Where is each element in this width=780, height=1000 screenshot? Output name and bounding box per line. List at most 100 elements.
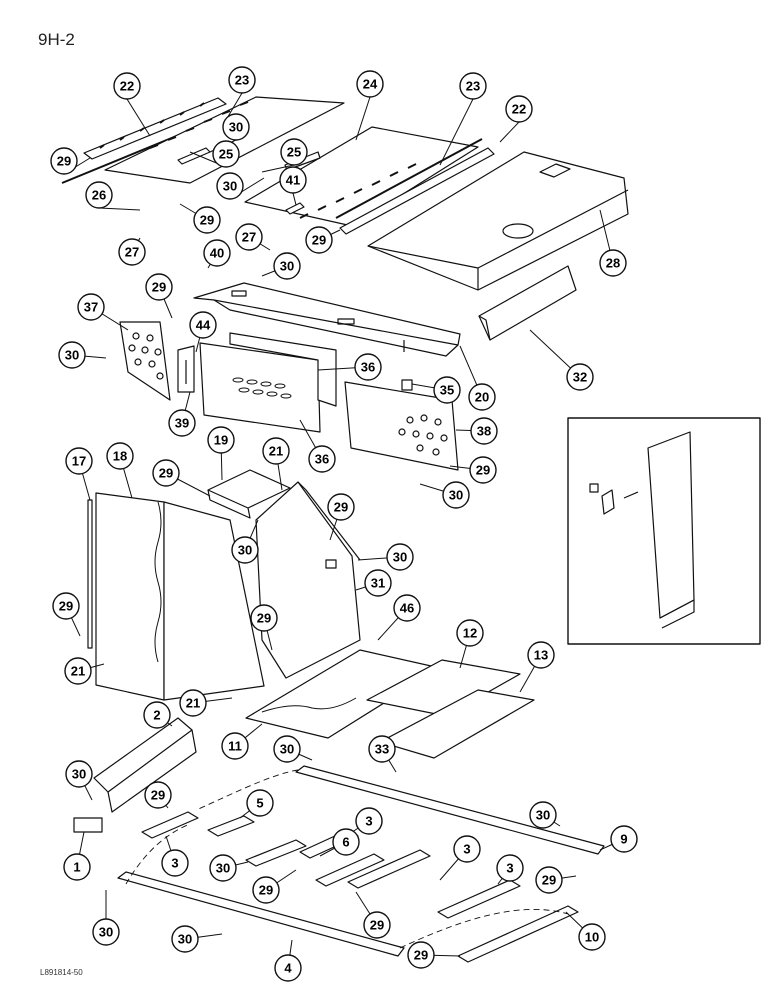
rail-4 [117, 871, 405, 957]
svg-text:25: 25 [219, 147, 233, 162]
callout-23: 23 [228, 66, 256, 94]
callout-22: 22 [113, 72, 141, 100]
svg-text:39: 39 [175, 416, 189, 431]
callout-29: 29 [363, 911, 391, 939]
svg-text:29: 29 [151, 788, 165, 803]
cross-member [193, 282, 461, 357]
svg-text:30: 30 [216, 861, 230, 876]
svg-text:10: 10 [585, 930, 599, 945]
callout-30: 30 [216, 172, 244, 200]
callout-29: 29 [144, 781, 172, 809]
svg-text:40: 40 [210, 246, 224, 261]
svg-text:22: 22 [512, 102, 526, 117]
svg-text:36: 36 [361, 360, 375, 375]
callout-29: 29 [152, 459, 180, 487]
callout-30: 30 [273, 252, 301, 280]
svg-text:21: 21 [269, 444, 283, 459]
leader-line [439, 98, 474, 166]
callout-23: 23 [459, 72, 487, 100]
svg-text:17: 17 [72, 454, 86, 469]
leader-line [355, 96, 371, 141]
svg-text:26: 26 [92, 188, 106, 203]
callout-3: 3 [453, 835, 481, 863]
page-number: 9H-2 [38, 30, 75, 49]
callout-3: 3 [355, 807, 383, 835]
svg-text:29: 29 [542, 873, 556, 888]
svg-text:3: 3 [365, 814, 372, 829]
svg-text:29: 29 [312, 233, 326, 248]
callout-21: 21 [262, 437, 290, 465]
svg-text:24: 24 [363, 77, 378, 92]
callout-19: 19 [207, 426, 235, 454]
side-panel-18 [95, 492, 265, 701]
callout-25: 25 [212, 140, 240, 168]
inset-detail-box [567, 417, 761, 645]
svg-text:33: 33 [375, 742, 389, 757]
svg-text:36: 36 [315, 452, 329, 467]
svg-text:19: 19 [214, 433, 228, 448]
callout-29: 29 [305, 226, 333, 254]
callout-29: 29 [52, 592, 80, 620]
callout-10: 10 [578, 923, 606, 951]
small-cover-plate [104, 96, 345, 184]
svg-text:3: 3 [171, 856, 178, 871]
svg-text:18: 18 [113, 449, 127, 464]
callout-38: 38 [470, 417, 498, 445]
hinge-pin-right [335, 138, 483, 219]
callout-31: 31 [364, 569, 392, 597]
callout-11: 11 [221, 732, 249, 760]
svg-text:23: 23 [466, 79, 480, 94]
svg-text:30: 30 [65, 348, 79, 363]
svg-text:4: 4 [284, 961, 292, 976]
svg-text:37: 37 [84, 300, 98, 315]
side-panel-36 [199, 332, 337, 433]
callout-29: 29 [252, 876, 280, 904]
hinge-strip-right [339, 147, 495, 235]
callout-layer: 22 23 24 23 22 30 25 25 29 26 30 41 29 2… [50, 66, 638, 982]
svg-text:44: 44 [196, 318, 211, 333]
svg-text:6: 6 [342, 835, 349, 850]
callout-30: 30 [386, 543, 414, 571]
callout-9: 9 [610, 825, 638, 853]
right-perforated-plate [344, 381, 459, 471]
svg-text:13: 13 [534, 648, 548, 663]
svg-text:30: 30 [229, 120, 243, 135]
callout-30: 30 [529, 801, 557, 829]
callout-28: 28 [599, 249, 627, 277]
callout-36: 36 [354, 353, 382, 381]
svg-text:41: 41 [286, 173, 300, 188]
svg-text:21: 21 [186, 696, 200, 711]
svg-text:29: 29 [257, 611, 271, 626]
callout-29: 29 [250, 604, 278, 632]
callout-35: 35 [433, 376, 461, 404]
leader-line [292, 192, 297, 206]
callout-33: 33 [368, 735, 396, 763]
svg-text:3: 3 [463, 842, 470, 857]
callout-21: 21 [179, 689, 207, 717]
callout-6: 6 [332, 828, 360, 856]
svg-text:31: 31 [371, 576, 385, 591]
callout-29: 29 [535, 866, 563, 894]
hinge-strip-left [83, 97, 227, 160]
svg-text:27: 27 [242, 230, 256, 245]
callout-44: 44 [189, 311, 217, 339]
svg-text:20: 20 [475, 390, 489, 405]
callout-29: 29 [145, 273, 173, 301]
svg-text:30: 30 [238, 543, 252, 558]
rear-shield [478, 265, 577, 341]
svg-text:38: 38 [477, 424, 491, 439]
block-1 [73, 817, 103, 833]
svg-text:30: 30 [280, 259, 294, 274]
callout-37: 37 [77, 293, 105, 321]
callout-5: 5 [246, 789, 274, 817]
callout-25: 25 [280, 138, 308, 166]
plate-12 [366, 659, 521, 717]
callout-27: 27 [235, 223, 263, 251]
callout-36: 36 [308, 445, 336, 473]
panel-31 [255, 481, 361, 679]
svg-text:29: 29 [476, 463, 490, 478]
callout-4: 4 [274, 954, 302, 982]
callout-29: 29 [407, 941, 435, 969]
figure-reference: L891814-50 [40, 968, 83, 977]
